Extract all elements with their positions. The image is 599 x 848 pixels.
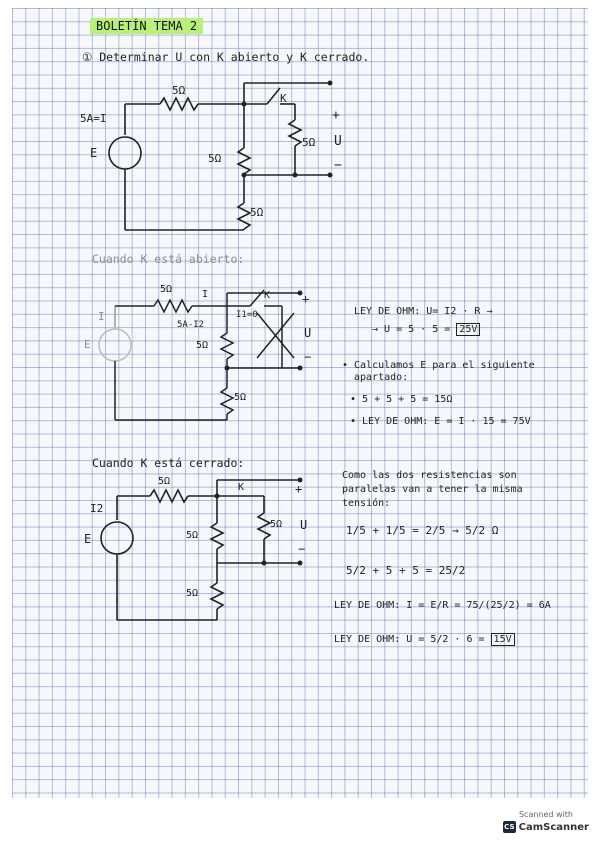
section-closed-heading: Cuando K está cerrado:	[92, 456, 245, 470]
c2-r-top: 5Ω	[160, 284, 173, 295]
scanned-with-label: Scanned with	[518, 810, 574, 819]
problem-statement: ① Determinar U con K abierto y K cerrado…	[82, 50, 370, 64]
c3-minus: −	[298, 542, 306, 556]
c3-switch: K	[238, 482, 245, 493]
graph-paper-sheet: BOLETÍN TEMA 2 ① Determinar U con K abie…	[12, 8, 588, 798]
c3-plus: +	[295, 482, 303, 496]
camscanner-name: CamScanner	[518, 821, 589, 833]
closed-note-3: tensión:	[342, 498, 391, 509]
c1-r-top: 5Ω	[172, 84, 186, 97]
closed-note-2: paralelas van a tener la misma	[342, 484, 523, 495]
result-box-25v: 25V	[456, 323, 481, 336]
open-note-6: • LEY DE OHM: E = I · 15 = 75V	[350, 416, 531, 427]
open-note-5: • 5 + 5 + 5 = 15Ω	[350, 394, 453, 405]
c1-r-right: 5Ω	[302, 136, 316, 149]
c3-r-mid: 5Ω	[186, 530, 199, 541]
result-box-15v: 15V	[490, 633, 515, 646]
c3-r-top: 5Ω	[158, 476, 171, 487]
c1-current: 5A=I	[80, 112, 107, 125]
open-note-3: • Calculamos E para el siguiente	[342, 360, 535, 371]
c3-source: E	[84, 532, 92, 546]
c2-minus: −	[304, 350, 312, 364]
open-note-1: LEY DE OHM: U= I2 · R →	[354, 306, 493, 317]
c2-plus: +	[302, 292, 310, 306]
c1-source: E	[90, 146, 98, 160]
closed-note-7: LEY DE OHM: U = 5/2 · 6 =	[334, 634, 485, 645]
c1-r-mid: 5Ω	[208, 152, 222, 165]
closed-note-6: LEY DE OHM: I = E/R = 75/(25/2) = 6A	[334, 600, 551, 611]
closed-note-4: 1/5 + 1/5 = 2/5 → 5/2 Ω	[346, 524, 499, 537]
c1-switch: K	[280, 92, 287, 105]
c3-u: U	[300, 518, 308, 532]
circuit-diagrams	[98, 80, 333, 621]
open-note-2: → U = 5 · 5 =	[372, 324, 451, 335]
c3-current: I2	[90, 502, 104, 515]
closed-note-5: 5/2 + 5 + 5 = 25/2	[346, 564, 466, 577]
c2-r-mid: 5Ω	[196, 340, 209, 351]
section-open-heading: Cuando K está abierto:	[92, 252, 245, 266]
c2-switch: K	[264, 290, 271, 301]
camscanner-badge: Scanned with CS CamScanner	[503, 810, 589, 833]
page-title: BOLETÍN TEMA 2	[90, 18, 204, 34]
c2-branch: 5A-I2	[177, 320, 205, 330]
c1-u: U	[334, 134, 342, 149]
c2-source: E	[84, 338, 91, 351]
open-note-2-row: → U = 5 · 5 = 25V	[372, 323, 481, 336]
c1-r-bot: 5Ω	[250, 206, 264, 219]
closed-note-7-row: LEY DE OHM: U = 5/2 · 6 = 15V	[334, 633, 515, 646]
c2-r-bot: 5Ω	[234, 392, 247, 403]
c1-plus: +	[332, 108, 340, 123]
open-note-4: apartado:	[354, 372, 409, 383]
c1-minus: −	[334, 158, 342, 173]
c2-src-current: I	[98, 310, 105, 323]
c3-r-right: 5Ω	[270, 519, 283, 530]
closed-note-1: Como las dos resistencias son	[342, 470, 517, 481]
c2-zero: I1=0	[236, 310, 258, 320]
circuit-2	[98, 289, 300, 421]
camscanner-brand: CS CamScanner	[503, 821, 589, 833]
circuit-1	[108, 82, 330, 231]
camscanner-logo-icon: CS	[503, 821, 516, 833]
c3-r-bot: 5Ω	[186, 588, 199, 599]
circuit-3	[100, 479, 300, 621]
c2-current: I	[202, 289, 209, 300]
c2-u: U	[304, 326, 312, 340]
